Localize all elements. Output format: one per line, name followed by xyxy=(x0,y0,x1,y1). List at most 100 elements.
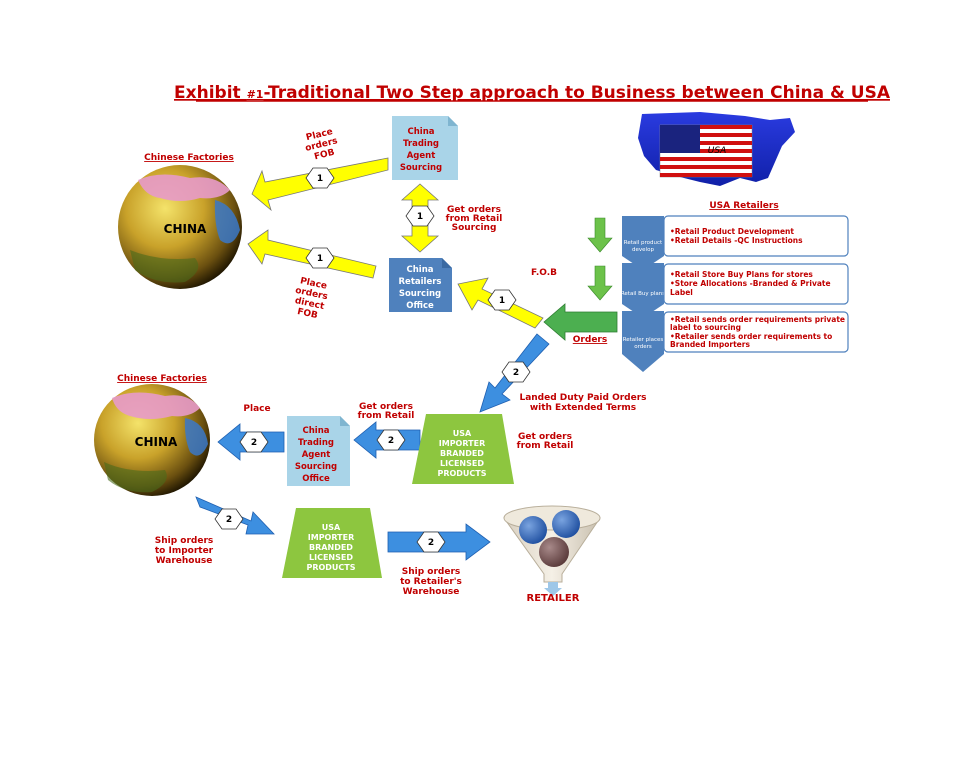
svg-text:Agent: Agent xyxy=(302,450,331,460)
china-trading-agent-box: China Trading Agent Sourcing xyxy=(392,116,458,180)
usa-retailers-label: USA Retailers xyxy=(709,201,778,211)
svg-text:USA: USA xyxy=(453,429,472,438)
svg-text:Ship orders: Ship orders xyxy=(155,536,214,546)
svg-text:Warehouse: Warehouse xyxy=(403,587,460,597)
orders-label: Orders xyxy=(573,335,607,345)
svg-text:•Retail Product Development: •Retail Product Development xyxy=(670,227,794,236)
svg-text:1: 1 xyxy=(317,174,323,184)
svg-text:1: 1 xyxy=(417,212,423,222)
svg-text:Trading: Trading xyxy=(298,438,334,448)
step-badge: 1 xyxy=(305,167,335,189)
place-orders-fob-label: Place orders FOB xyxy=(304,127,338,162)
place-label: Place xyxy=(243,404,270,414)
svg-text:China: China xyxy=(408,127,435,137)
svg-text:Office: Office xyxy=(302,474,330,484)
svg-text:label to sourcing: label to sourcing xyxy=(670,323,741,332)
step-badge: 1 xyxy=(305,247,335,269)
landed-duty-paid-label: Landed Duty Paid Orders with Extended Te… xyxy=(519,393,646,413)
svg-text:Sourcing: Sourcing xyxy=(295,462,337,472)
svg-text:from Retail: from Retail xyxy=(358,411,415,421)
ship-to-retailer-label: Ship orders to Retailer's Warehouse xyxy=(400,567,462,597)
svg-text:develop: develop xyxy=(632,247,654,253)
svg-text:Retail Buy plans: Retail Buy plans xyxy=(621,291,665,297)
svg-text:BRANDED: BRANDED xyxy=(440,449,484,458)
fob-label: F.O.B xyxy=(531,268,557,278)
china-trading-agent-office-box: China Trading Agent Sourcing Office xyxy=(287,416,350,486)
svg-text:Retail product: Retail product xyxy=(624,240,663,246)
green-orders-arrow xyxy=(543,303,618,341)
svg-text:USA: USA xyxy=(708,146,726,156)
china-retailers-office-box: China Retailers Sourcing Office xyxy=(389,258,452,312)
step-badge: 2 xyxy=(214,508,244,530)
step-badge: 2 xyxy=(239,431,269,453)
svg-text:FOB: FOB xyxy=(313,148,336,163)
ship-to-importer-label: Ship orders to Importer Warehouse xyxy=(155,536,214,566)
svg-text:Landed Duty Paid Orders: Landed Duty Paid Orders xyxy=(519,393,646,403)
svg-text:Retailers: Retailers xyxy=(399,277,442,287)
svg-text:Retailer places: Retailer places xyxy=(623,337,664,343)
svg-text:Get orders: Get orders xyxy=(518,432,572,442)
svg-text:Office: Office xyxy=(406,301,434,311)
svg-text:LICENSED: LICENSED xyxy=(440,459,484,468)
svg-text:2: 2 xyxy=(251,438,257,448)
svg-text:Trading: Trading xyxy=(403,139,439,149)
retail-detail-boxes: •Retail Product Development •Retail Deta… xyxy=(663,215,849,353)
retailer-funnel-icon xyxy=(503,505,601,596)
svg-text:PRODUCTS: PRODUCTS xyxy=(437,469,486,478)
svg-text:from Retail: from Retail xyxy=(517,441,574,451)
get-orders-from-retail-label-1: Get orders from Retail xyxy=(358,402,415,421)
svg-text:FOB: FOB xyxy=(296,307,318,321)
retail-process-chevrons: Retail product develop Retail Buy plans … xyxy=(621,216,665,372)
chinese-factories-label-bottom: Chinese Factories xyxy=(117,374,207,384)
step-badge: 2 xyxy=(416,531,446,553)
svg-text:IMPORTER: IMPORTER xyxy=(308,533,354,542)
chinese-factories-label-top: Chinese Factories xyxy=(144,153,234,163)
svg-text:2: 2 xyxy=(226,515,232,525)
svg-text:Agent: Agent xyxy=(407,151,436,161)
svg-text:Warehouse: Warehouse xyxy=(156,556,213,566)
step-badge: 2 xyxy=(501,361,531,383)
svg-text:Get orders: Get orders xyxy=(447,205,501,215)
place-orders-direct-fob-label: Place orders direct FOB xyxy=(294,276,329,321)
svg-text:•Store Allocations -Branded &: •Store Allocations -Branded & Private xyxy=(670,279,831,288)
svg-text:Sourcing: Sourcing xyxy=(400,163,442,173)
svg-text:IMPORTER: IMPORTER xyxy=(439,439,485,448)
svg-text:PRODUCTS: PRODUCTS xyxy=(306,563,355,572)
svg-text:Ship orders: Ship orders xyxy=(402,567,461,577)
svg-text:2: 2 xyxy=(428,538,434,548)
svg-text:Label: Label xyxy=(670,288,693,297)
svg-text:from Retail: from Retail xyxy=(446,214,503,224)
svg-text:to Importer: to Importer xyxy=(155,546,214,556)
svg-text:orders: orders xyxy=(634,344,652,350)
svg-text:China: China xyxy=(407,265,434,275)
svg-text:BRANDED: BRANDED xyxy=(309,543,353,552)
page-title: Exhibit #1-Traditional Two Step approach… xyxy=(174,83,891,103)
usa-map-icon: USA xyxy=(638,112,795,186)
svg-text:2: 2 xyxy=(388,436,394,446)
step-badge: 1 xyxy=(487,289,517,311)
svg-text:to Retailer's: to Retailer's xyxy=(400,577,462,587)
svg-text:Sourcing: Sourcing xyxy=(452,223,497,233)
svg-text:CHINA: CHINA xyxy=(135,435,178,449)
svg-text:Sourcing: Sourcing xyxy=(399,289,441,299)
green-down-arrow xyxy=(587,265,613,301)
get-orders-retail-sourcing-label: Get orders from Retail Sourcing xyxy=(446,205,503,233)
svg-text:•Retail Store Buy Plans for st: •Retail Store Buy Plans for stores xyxy=(670,270,813,279)
svg-text:•Retail sends order requiremen: •Retail sends order requirements private xyxy=(670,315,845,324)
svg-text:USA: USA xyxy=(322,523,341,532)
step-badge: 2 xyxy=(376,429,406,451)
svg-text:•Retail Details -QC Instructi: •Retail Details -QC Instructions xyxy=(670,236,803,245)
svg-text:1: 1 xyxy=(317,254,323,264)
svg-text:CHINA: CHINA xyxy=(164,222,207,236)
step-badge: 1 xyxy=(405,205,435,227)
china-globe-icon-top: CHINA xyxy=(118,165,242,289)
svg-text:2: 2 xyxy=(513,368,519,378)
svg-text:Branded Importers: Branded Importers xyxy=(670,340,750,349)
svg-text:with Extended Terms: with Extended Terms xyxy=(530,403,636,413)
svg-text:1: 1 xyxy=(499,296,505,306)
china-globe-icon-bottom: CHINA xyxy=(94,384,210,496)
svg-text:Get orders: Get orders xyxy=(359,402,413,412)
svg-text:•Retailer sends order requirem: •Retailer sends order requirements to xyxy=(670,332,832,341)
svg-text:China: China xyxy=(303,426,330,436)
